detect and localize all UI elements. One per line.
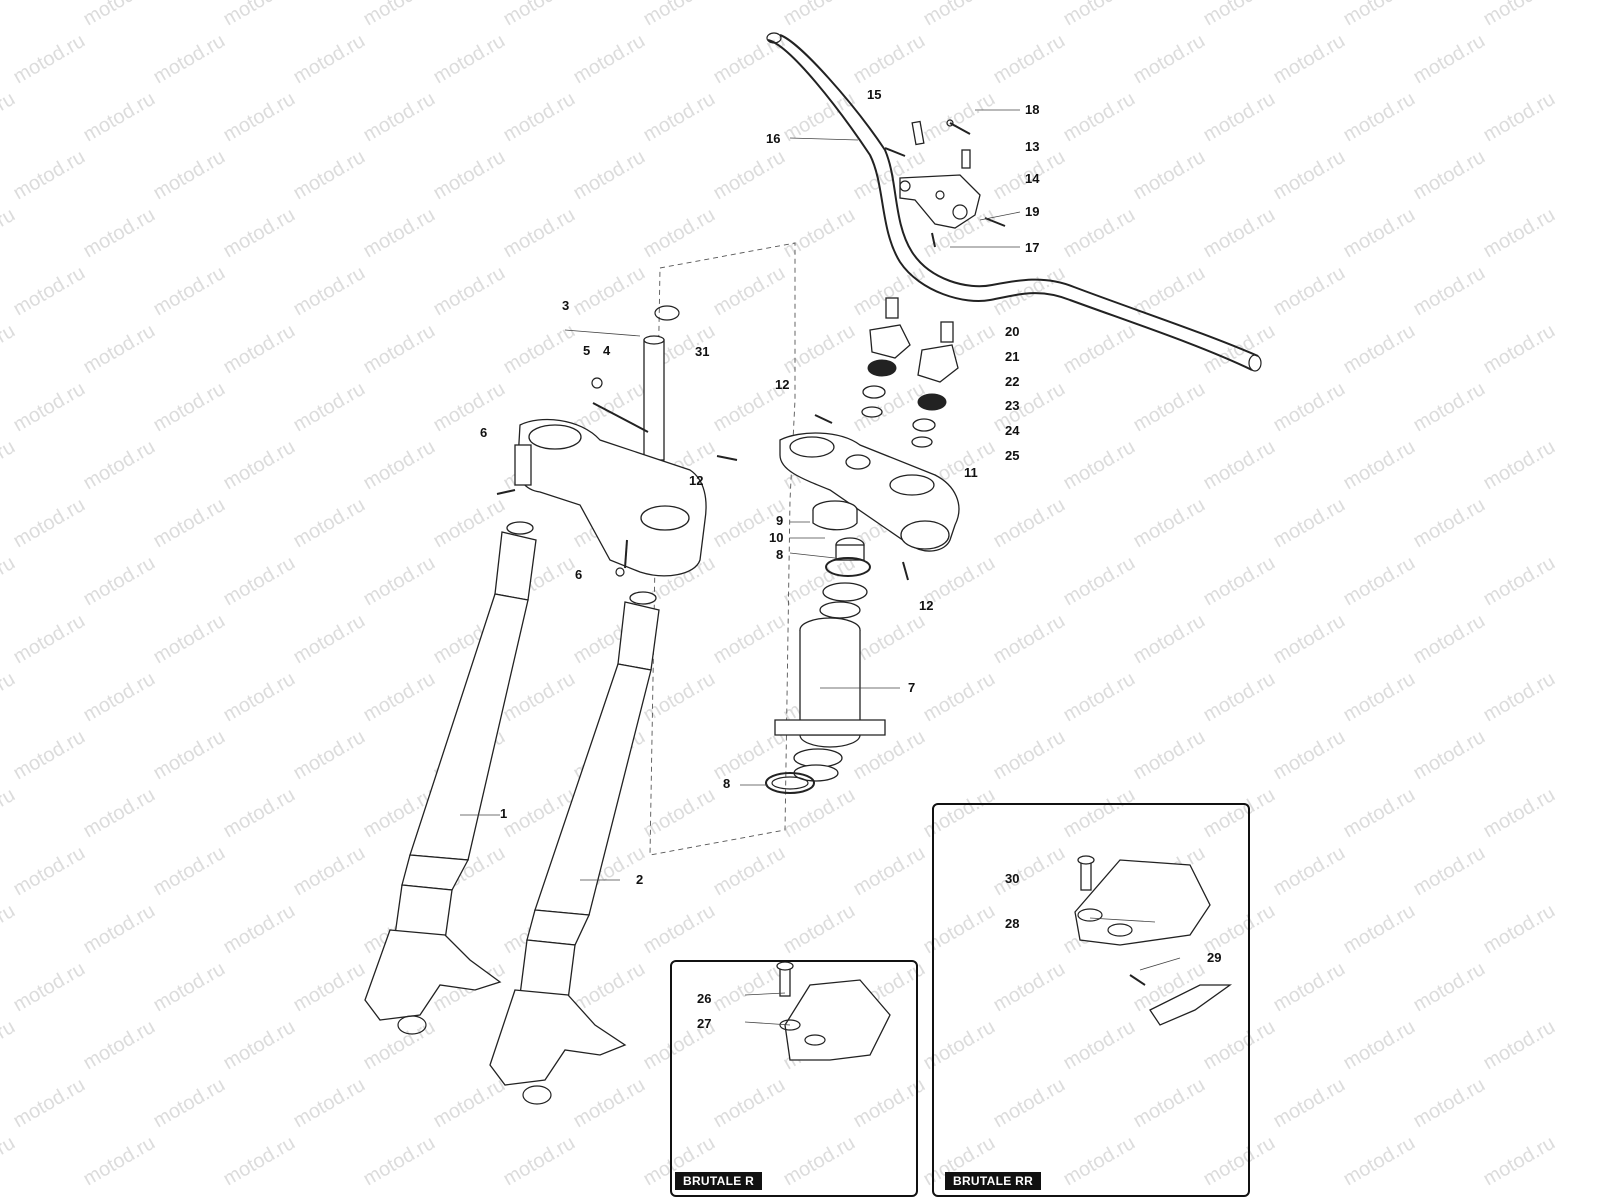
callout-27: 27: [697, 1016, 712, 1031]
lower-triple-clamp: [496, 418, 707, 577]
inset-brutale-rr-label: BRUTALE RR: [945, 1172, 1042, 1190]
handlebar-risers: [861, 297, 959, 448]
steering-stem: [765, 617, 886, 794]
brutale-rr-parts: [1074, 855, 1233, 1026]
callout-16: 16: [766, 131, 781, 146]
callout-18: 18: [1025, 102, 1040, 117]
callout-4: 4: [603, 343, 611, 358]
callout-31: 31: [695, 344, 710, 359]
fork-leg-right: [489, 591, 660, 1105]
callout-28: 28: [1005, 916, 1020, 931]
callout-26: 26: [697, 991, 712, 1006]
triple-clamp-bolts: [716, 414, 909, 581]
callout-6-bottom: 6: [575, 567, 583, 582]
callout-8-bottom: 8: [723, 776, 731, 791]
callout-12-upper: 12: [775, 377, 790, 392]
inset-brutale-r-label: BRUTALE R: [675, 1172, 763, 1190]
fork-leg-left: [364, 521, 537, 1035]
steering-nut-stack: [812, 500, 871, 619]
callout-19: 19: [1025, 204, 1040, 219]
brutale-r-parts: [776, 961, 891, 1061]
leader-lines: [460, 109, 1181, 1026]
callout-22: 22: [1005, 374, 1020, 389]
clamp-bolts: [884, 119, 1006, 248]
callout-11: 11: [964, 465, 978, 480]
callout-2: 2: [636, 872, 644, 887]
upper-triple-clamp: [779, 432, 960, 552]
callout-7: 7: [908, 680, 916, 695]
callout-15: 15: [867, 87, 882, 102]
handlebar: [766, 32, 1262, 372]
callout-1: 1: [500, 806, 508, 821]
callout-9: 9: [776, 513, 784, 528]
callout-6-top: 6: [480, 425, 488, 440]
callout-12-lower: 12: [919, 598, 934, 613]
callout-30: 30: [1005, 871, 1020, 886]
steering-tube: [591, 305, 680, 461]
handlebar-clamp: [899, 174, 981, 229]
callout-25: 25: [1005, 448, 1020, 463]
callout-23: 23: [1005, 398, 1020, 413]
callout-24: 24: [1005, 423, 1020, 438]
callout-20: 20: [1005, 324, 1020, 339]
inset-brutale-rr: [932, 803, 1250, 1197]
callout-5: 5: [583, 343, 591, 358]
inset-brutale-r: [670, 960, 918, 1197]
callout-8-top: 8: [776, 547, 784, 562]
callout-29: 29: [1207, 950, 1222, 965]
callout-17: 17: [1025, 240, 1040, 255]
callout-3: 3: [562, 298, 570, 313]
callout-10: 10: [769, 530, 784, 545]
callout-21: 21: [1005, 349, 1020, 364]
callout-13: 13: [1025, 139, 1040, 154]
callout-12-middle: 12: [689, 473, 704, 488]
callout-14: 14: [1025, 171, 1040, 186]
